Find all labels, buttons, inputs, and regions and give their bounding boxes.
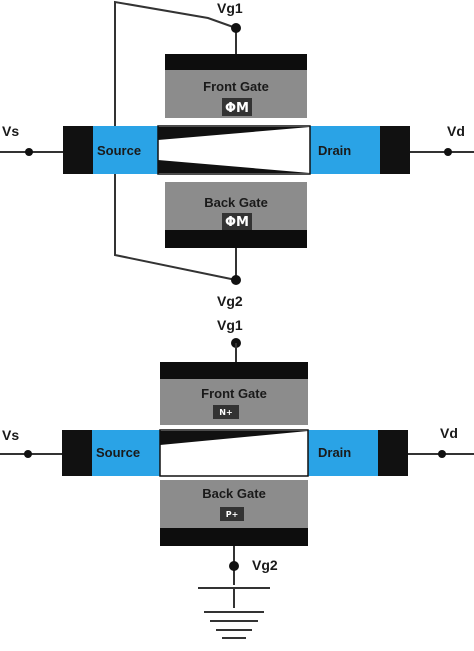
top-back-gate-symbol-box xyxy=(222,213,252,230)
top-vd-node xyxy=(444,148,452,156)
bottom-front-gate-label: Front Gate xyxy=(201,386,267,401)
bottom-back-gate-oxide xyxy=(160,528,308,546)
bottom-front-gate-oxide xyxy=(160,362,308,379)
top-channel-lower-taper xyxy=(158,160,310,173)
top-drain-region xyxy=(310,126,380,174)
top-source-region xyxy=(93,126,158,174)
top-vs-node xyxy=(25,148,33,156)
bottom-front-gate-doping-box xyxy=(213,405,239,419)
bottom-device: Vg1 Front Gate N+ Source Drain Vs Vd Bac… xyxy=(0,317,474,639)
bottom-vg2-label: Vg2 xyxy=(252,557,278,573)
bottom-front-gate-doping: N+ xyxy=(219,408,232,417)
top-drain-label: Drain xyxy=(318,143,351,158)
bottom-back-gate-doping: P+ xyxy=(226,510,239,519)
bottom-vd-node xyxy=(438,450,446,458)
top-back-gate-oxide xyxy=(165,230,307,248)
top-vs-label: Vs xyxy=(2,123,19,139)
bottom-drain-contact xyxy=(378,430,408,476)
top-channel-upper-taper xyxy=(158,127,310,140)
top-front-gate-symbol: ΦM xyxy=(225,101,249,116)
bottom-back-gate-label: Back Gate xyxy=(202,486,266,501)
bottom-drain-region xyxy=(308,430,378,476)
top-vg2-label: Vg2 xyxy=(217,293,243,309)
bottom-back-gate-doping-box xyxy=(220,507,244,521)
bottom-source-label: Source xyxy=(96,445,140,460)
bottom-drain-label: Drain xyxy=(318,445,351,460)
top-gate-tie-wire xyxy=(114,0,237,281)
bottom-vg1-label: Vg1 xyxy=(217,317,243,333)
bottom-vs-node xyxy=(24,450,32,458)
bottom-source-contact xyxy=(62,430,92,476)
top-drain-contact xyxy=(380,126,410,174)
bottom-vs-label: Vs xyxy=(2,427,19,443)
top-vg1-node xyxy=(231,23,241,33)
ground-icon xyxy=(198,587,270,639)
top-vg2-node xyxy=(231,275,241,285)
top-device: Vg1 Front Gate ΦM Source Drain Vs Vd Bac… xyxy=(0,0,474,309)
top-vd-label: Vd xyxy=(447,123,465,139)
top-source-contact xyxy=(63,126,93,174)
bottom-channel-upper-taper xyxy=(160,431,308,445)
bottom-vd-label: Vd xyxy=(440,425,458,441)
top-vg1-label: Vg1 xyxy=(217,0,243,16)
bottom-source-region xyxy=(92,430,160,476)
top-back-gate-symbol: ΦM xyxy=(225,215,249,230)
bottom-vg2-node xyxy=(229,561,239,571)
top-front-gate-symbol-box xyxy=(222,98,252,116)
top-back-gate-label: Back Gate xyxy=(204,195,268,210)
top-front-gate-oxide xyxy=(165,54,307,70)
top-front-gate-label: Front Gate xyxy=(203,79,269,94)
top-source-label: Source xyxy=(97,143,141,158)
